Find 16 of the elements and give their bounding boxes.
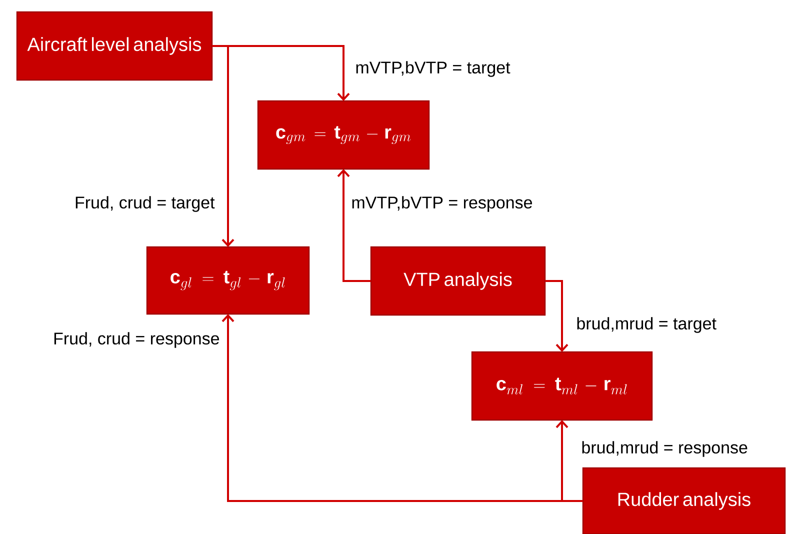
arrow: [337, 169, 371, 282]
arrow: [212, 45, 234, 247]
edge-label: mVTP,bVTP = target: [356, 61, 510, 77]
edge-label: brud,mrud = response: [582, 441, 748, 457]
process-box: Aircraft level analysis: [16, 11, 213, 81]
edge-label: mVTP,bVTP = response: [352, 196, 532, 212]
arrow: [222, 314, 583, 502]
process-box: $\mathbf{c}_{ml} = \mathbf{t}_{ml} - \mathbf{r}_{ml}$: [471, 351, 653, 421]
edge-label: brud,mrud = target: [577, 317, 716, 333]
arrow: [545, 280, 568, 352]
process-box: Rudder analysis: [582, 467, 786, 534]
edge-label: Frud, crud = target: [76, 196, 215, 212]
edge-label: Frud, crud = response: [54, 332, 220, 348]
process-box: $\mathbf{c}_{gm} = \mathbf{t}_{gm} - \mathbf{r}_{gm}$: [257, 100, 430, 170]
process-box: $\mathbf{c}_{gl} = \mathbf{t}_{gl} - \mathbf{r}_{gl}$: [146, 246, 310, 315]
process-box: VTP analysis: [370, 246, 546, 316]
